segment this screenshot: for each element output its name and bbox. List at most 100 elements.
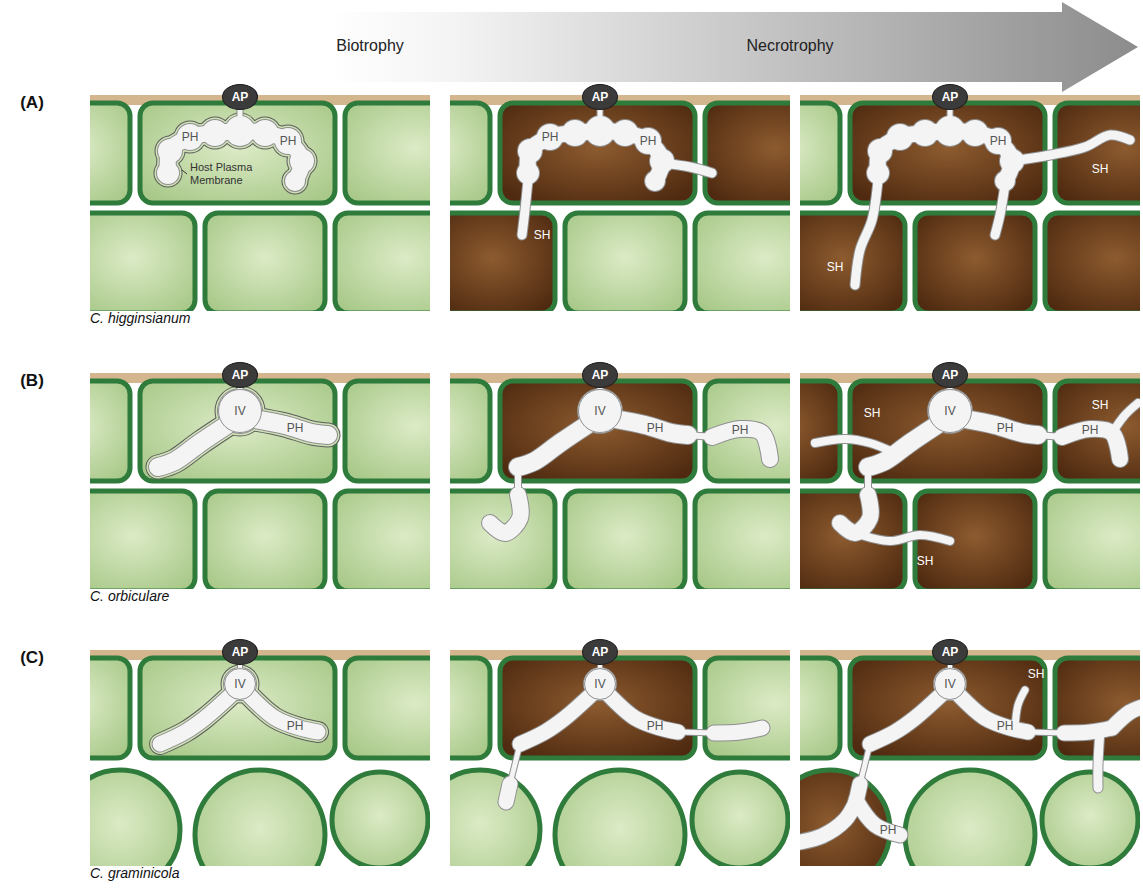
hypha [158,423,230,467]
hypha [1098,730,1100,788]
hypha [965,419,1038,435]
hypha-label: SH [917,554,934,568]
appressorium: AP [582,639,618,665]
hypha-label: PH [647,421,664,435]
host-plasma-membrane [255,419,328,435]
membrane-label: Host Plasma Membrane [190,161,264,187]
plant-cell [500,381,695,481]
plant-cell [345,381,430,481]
hypha-label: PH [997,719,1014,733]
hypha [995,185,1005,235]
hypha-label: PH [997,421,1014,435]
hypha [160,694,232,744]
hypha-label: SH [864,406,881,420]
plant-cell [450,770,540,866]
infection-vesicle: IV [584,668,616,700]
plant-cell [850,658,1045,758]
hypha-lump [285,171,305,191]
plant-cell [450,491,555,589]
hypha-lump [585,116,615,146]
species-name: C. graminicola [90,865,179,881]
infection-panel [30,373,485,591]
appressorium: AP [582,362,618,388]
hypha [840,495,871,533]
infection-panel [390,373,845,591]
hypha-lump [218,389,262,433]
hypha-lump [867,162,889,184]
structure-abbreviation: AP [942,90,959,104]
hypha-lump [158,139,182,163]
host-plasma-membrane [155,160,182,187]
leader-line [182,170,187,174]
phase-label: Necrotrophy [746,37,833,55]
hypha [490,495,521,533]
hypha-label: PH [287,421,304,435]
structure-abbreviation: IV [234,677,245,691]
structure-abbreviation: AP [232,645,249,659]
plant-cell [90,491,195,589]
host-plasma-membrane [160,694,232,744]
plant-cell [695,213,790,311]
structure-abbreviation: AP [592,368,609,382]
hypha [248,694,318,732]
infection-panel [30,650,485,888]
plant-cell [140,658,335,758]
hypha-lump [934,115,966,147]
plant-cell [705,381,790,481]
hypha-lump [868,139,892,163]
plant-cell [1055,381,1140,481]
hypha-label: PH [647,719,664,733]
plant-cell [90,658,130,758]
hypha [248,694,318,732]
hypha [518,423,590,467]
hypha-lump [562,120,588,146]
panel-letter: (A) [20,93,44,113]
structure-abbreviation: IV [594,677,605,691]
hypha [965,419,1038,435]
structure-abbreviation: AP [942,645,959,659]
hypha-label: PH [287,719,304,733]
structure-abbreviation: IV [594,404,605,418]
hypha-label: PH [1082,423,1099,437]
panel-letter: (C) [20,648,44,668]
species-name: C. higginsianum [90,310,190,326]
hypha [855,533,950,541]
structure-abbreviation: IV [944,404,955,418]
plant-cell [345,103,430,203]
hypha-lump [202,120,228,146]
hypha [995,185,1005,235]
host-plasma-membrane [200,118,231,149]
host-plasma-membrane [160,694,232,744]
hypha [1112,403,1138,433]
hypha-lump [866,161,890,185]
plant-cell [905,770,1035,866]
appressorium: AP [932,84,968,110]
plant-cell [205,491,325,589]
hypha [870,694,942,744]
plant-cell [1042,772,1138,866]
plant-cell [345,658,430,758]
infection-panel [390,650,845,888]
hypha [1112,706,1140,728]
hypha-label: PH [990,134,1007,148]
hypha [1098,730,1100,788]
plant-cell [140,103,335,203]
plant-cell [90,770,180,866]
hypha-lump [911,119,939,147]
hypha-label: PH [880,823,897,837]
phase-arrow [330,2,1138,92]
panel-letter: (B) [20,371,44,391]
hypha-lump [935,116,965,146]
plant-cell [332,772,428,866]
infection-vesicle: IV [224,668,256,700]
hypha-label: PH [542,130,559,144]
hypha [800,802,856,842]
plant-cell [90,213,195,311]
phase-label: Biotrophy [336,37,404,55]
hypha-lump [1000,149,1024,173]
hypha [1012,135,1130,161]
infection-vesicle: IV [934,668,966,700]
hypha [506,784,510,802]
infection-panel [390,95,845,313]
plant-cell [205,213,325,311]
